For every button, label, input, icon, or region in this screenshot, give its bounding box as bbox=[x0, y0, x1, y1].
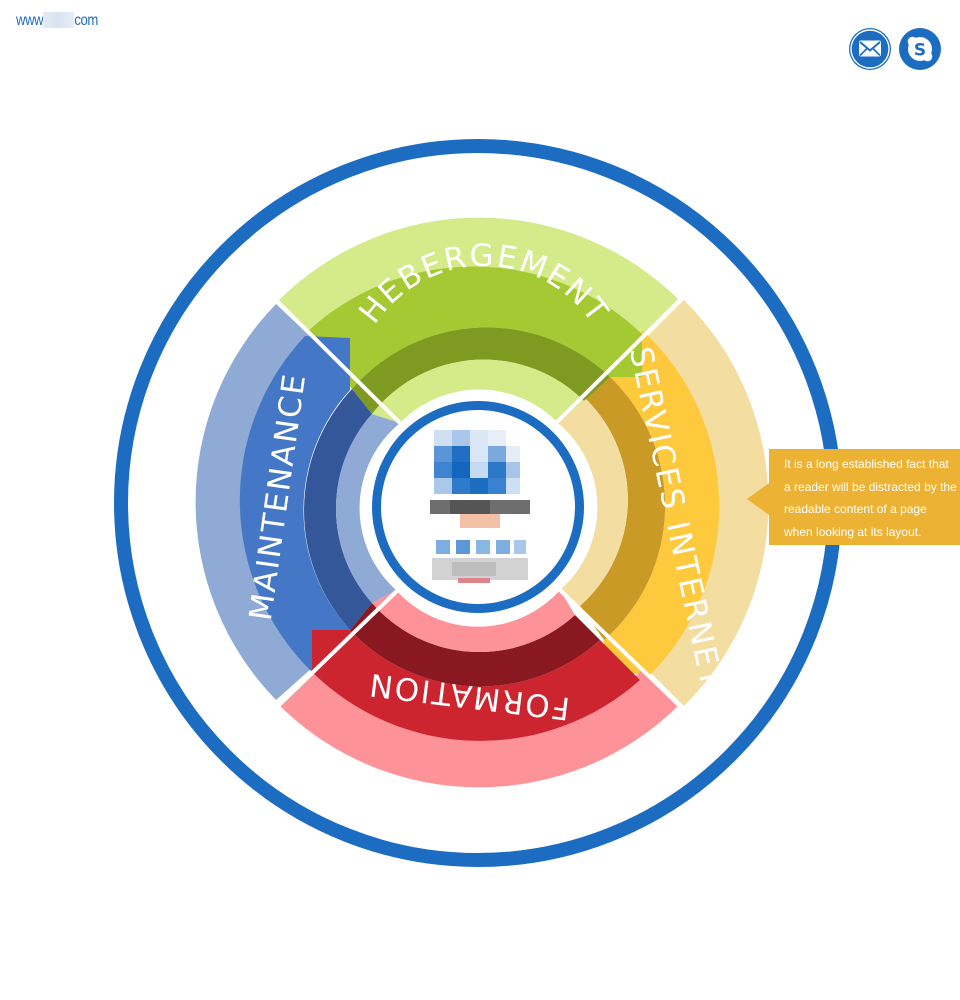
tooltip-line: It is a long established fact that bbox=[784, 457, 949, 471]
tooltip-line: when looking at its layout. bbox=[784, 524, 922, 539]
site-url[interactable]: www com bbox=[16, 12, 98, 30]
tooltip-callout: It is a long established fact that a rea… bbox=[747, 449, 960, 545]
svg-text:S: S bbox=[914, 41, 926, 61]
center-logo bbox=[372, 401, 584, 613]
site-url-redacted bbox=[43, 12, 75, 28]
site-url-suffix: com bbox=[74, 12, 98, 29]
segment-hebergement[interactable] bbox=[277, 217, 681, 423]
segment-dividers bbox=[274, 296, 684, 710]
segment-formation[interactable] bbox=[280, 590, 678, 788]
header-icons: S bbox=[848, 27, 942, 71]
segment-services-internet[interactable] bbox=[558, 300, 769, 706]
site-url-prefix: www bbox=[16, 12, 44, 29]
email-icon[interactable] bbox=[848, 27, 892, 71]
tooltip-line: readable content of a page bbox=[784, 502, 927, 516]
skype-icon[interactable]: S bbox=[898, 27, 942, 71]
segment-maintenance[interactable] bbox=[195, 304, 400, 700]
tooltip-line: a reader will be distracted by the bbox=[784, 479, 957, 494]
